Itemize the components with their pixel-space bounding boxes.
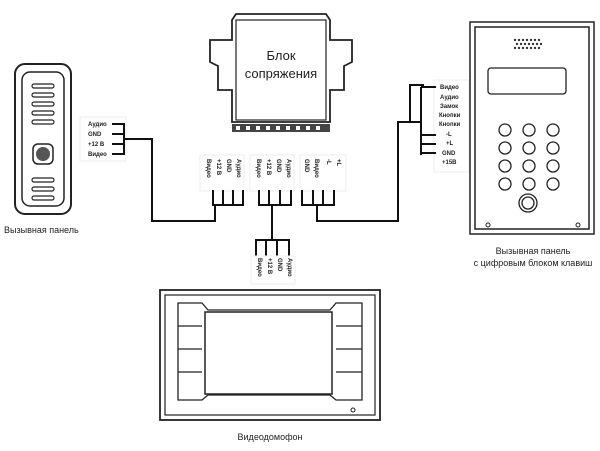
- keypad-key: [498, 123, 512, 137]
- svg-text:Видео: Видео: [313, 159, 319, 178]
- speaker-hole: [519, 42, 523, 46]
- video-intercom-monitor: [159, 289, 381, 421]
- svg-text:+L: +L: [335, 159, 341, 167]
- svg-text:Видео: Видео: [88, 152, 107, 158]
- svg-text:Аудио: Аудио: [235, 159, 241, 178]
- speaker-hole: [527, 42, 531, 46]
- svg-text:GND: GND: [88, 132, 102, 138]
- terminal-block-bottom: Видео +12 В GND Аудио: [250, 239, 296, 285]
- svg-text:-L: -L: [325, 159, 331, 165]
- call-panel-terminals: Аудио GND +12 В Видео: [79, 116, 216, 222]
- keypad-key: [498, 159, 512, 173]
- svg-text:Видео: Видео: [256, 258, 262, 277]
- svg-text:Замок: Замок: [440, 104, 458, 110]
- svg-text:Аудио: Аудио: [88, 122, 107, 128]
- speaker-hole: [521, 46, 525, 50]
- speaker-hole: [513, 38, 517, 42]
- interface-block: Блок сопряжения: [209, 13, 353, 132]
- speaker-hole: [515, 42, 519, 46]
- svg-text:Кнопки: Кнопки: [439, 113, 461, 119]
- keypad-panel-label-line1: Вызывная панель: [496, 246, 571, 256]
- svg-text:Аудио: Аудио: [440, 95, 459, 101]
- svg-text:+12 В: +12 В: [265, 159, 271, 176]
- svg-text:GND: GND: [225, 159, 231, 173]
- speaker-hole: [521, 38, 525, 42]
- speaker-hole: [537, 46, 541, 50]
- svg-text:Видео: Видео: [440, 85, 459, 91]
- keypad-key: [498, 177, 512, 191]
- speaker-hole: [531, 42, 535, 46]
- terminal-block-middle: Видео +12 В GND Аудио: [249, 154, 295, 240]
- speaker-hole: [533, 38, 537, 42]
- keypad-key: [522, 123, 536, 137]
- monitor-label: Видеодомофон: [238, 432, 303, 442]
- keypad-key: [498, 141, 512, 155]
- svg-text:GND: GND: [303, 159, 309, 173]
- call-panel: [14, 63, 72, 215]
- svg-text:GND: GND: [275, 159, 281, 173]
- svg-text:+12 В: +12 В: [88, 142, 105, 148]
- keypad-key: [546, 159, 560, 173]
- svg-text:+15В: +15В: [442, 160, 457, 166]
- terminal-block-left: Видео +12 В GND Аудио: [199, 154, 245, 206]
- keypad-panel-label-line2: с цифровым блоком клавиш: [474, 258, 593, 268]
- speaker-hole: [513, 46, 517, 50]
- terminal-block-right: GND Видео -L +L: [299, 84, 424, 222]
- speaker-hole: [535, 42, 539, 46]
- speaker-hole: [517, 46, 521, 50]
- interface-block-title-line1: Блок: [266, 48, 295, 63]
- svg-text:Видео: Видео: [255, 159, 261, 178]
- svg-text:+L: +L: [446, 141, 454, 147]
- call-panel-label: Вызывная панель: [4, 225, 79, 235]
- keypad-key: [522, 141, 536, 155]
- svg-text:Аудио: Аудио: [285, 159, 291, 178]
- speaker-hole: [525, 38, 529, 42]
- speaker-hole: [517, 38, 521, 42]
- interface-block-title-line2: сопряжения: [245, 66, 317, 81]
- keypad-key: [546, 123, 560, 137]
- speaker-hole: [529, 38, 533, 42]
- svg-text:+12 В: +12 В: [215, 159, 221, 176]
- speaker-hole: [523, 42, 527, 46]
- svg-text:Кнопки: Кнопки: [439, 122, 461, 128]
- svg-text:GND: GND: [442, 151, 456, 157]
- speaker-hole: [539, 42, 543, 46]
- svg-text:GND: GND: [276, 258, 282, 272]
- speaker-hole: [537, 38, 541, 42]
- keypad-key: [546, 141, 560, 155]
- keypad-call-panel: [469, 21, 595, 235]
- svg-text:Аудио: Аудио: [286, 258, 292, 277]
- svg-text:Видео: Видео: [205, 159, 211, 178]
- keypad-key: [546, 177, 560, 191]
- svg-text:+12 В: +12 В: [266, 258, 272, 275]
- keypad-panel-terminals: Видео Аудио Замок Кнопки Кнопки -L +L GN…: [420, 79, 470, 173]
- keypad-key: [522, 159, 536, 173]
- keypad-key: [522, 177, 536, 191]
- svg-text:-L: -L: [446, 132, 452, 138]
- speaker-hole: [533, 46, 537, 50]
- speaker-hole: [525, 46, 529, 50]
- speaker-hole: [529, 46, 533, 50]
